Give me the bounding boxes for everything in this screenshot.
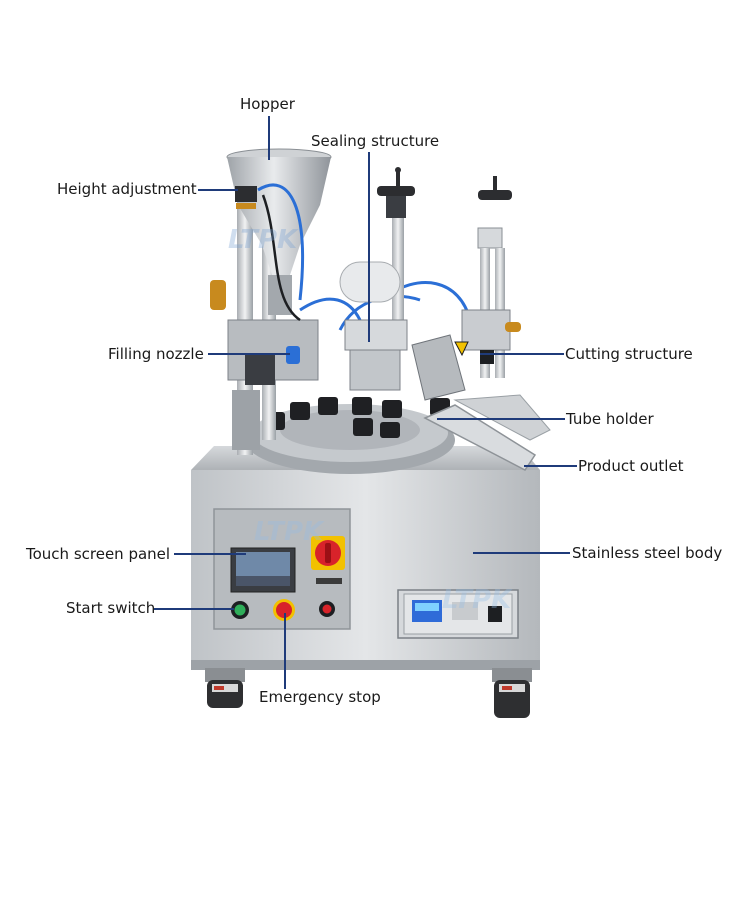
leader-stainless-steel-body (473, 552, 570, 554)
label-cutting-structure: Cutting structure (565, 345, 693, 363)
reset-button (319, 601, 335, 617)
label-start-switch: Start switch (66, 599, 156, 617)
caster-wheel-left (205, 668, 245, 708)
label-filling-nozzle: Filling nozzle (108, 345, 204, 363)
leader-touch-screen-panel (174, 553, 246, 555)
label-hopper: Hopper (240, 95, 295, 113)
sealing-head (339, 261, 408, 391)
leader-filling-nozzle (208, 353, 290, 355)
label-sealing-structure: Sealing structure (311, 132, 440, 150)
sealing-column (377, 167, 415, 328)
caster-wheel-right (492, 668, 532, 718)
filling-column (210, 200, 319, 455)
leader-height-adjustment (198, 189, 238, 191)
label-height-adjustment: Height adjustment (57, 180, 197, 198)
emergency-stop-button (273, 599, 295, 621)
leader-emergency-stop (284, 613, 286, 689)
watermark: LTPK (442, 585, 513, 615)
product-outlet-chute (423, 394, 551, 471)
leader-tube-holder (437, 418, 565, 420)
cutting-column (461, 176, 521, 378)
height-adjustment-knob (235, 186, 257, 209)
leader-start-switch (154, 608, 234, 610)
watermark: LTPK (254, 517, 325, 547)
label-touch-screen-panel: Touch screen panel (26, 545, 171, 563)
leader-product-outlet (524, 465, 577, 467)
start-switch-button (231, 601, 249, 619)
label-stainless-steel-body: Stainless steel body (572, 544, 723, 562)
label-emergency-stop: Emergency stop (259, 688, 381, 706)
temperature-controller (397, 589, 519, 639)
leader-cutting-structure (480, 353, 564, 355)
watermark: LTPK (228, 225, 299, 255)
leader-sealing-structure (368, 152, 370, 342)
label-product-outlet: Product outlet (578, 457, 684, 475)
label-tube-holder: Tube holder (566, 410, 654, 428)
leader-hopper (268, 116, 270, 160)
